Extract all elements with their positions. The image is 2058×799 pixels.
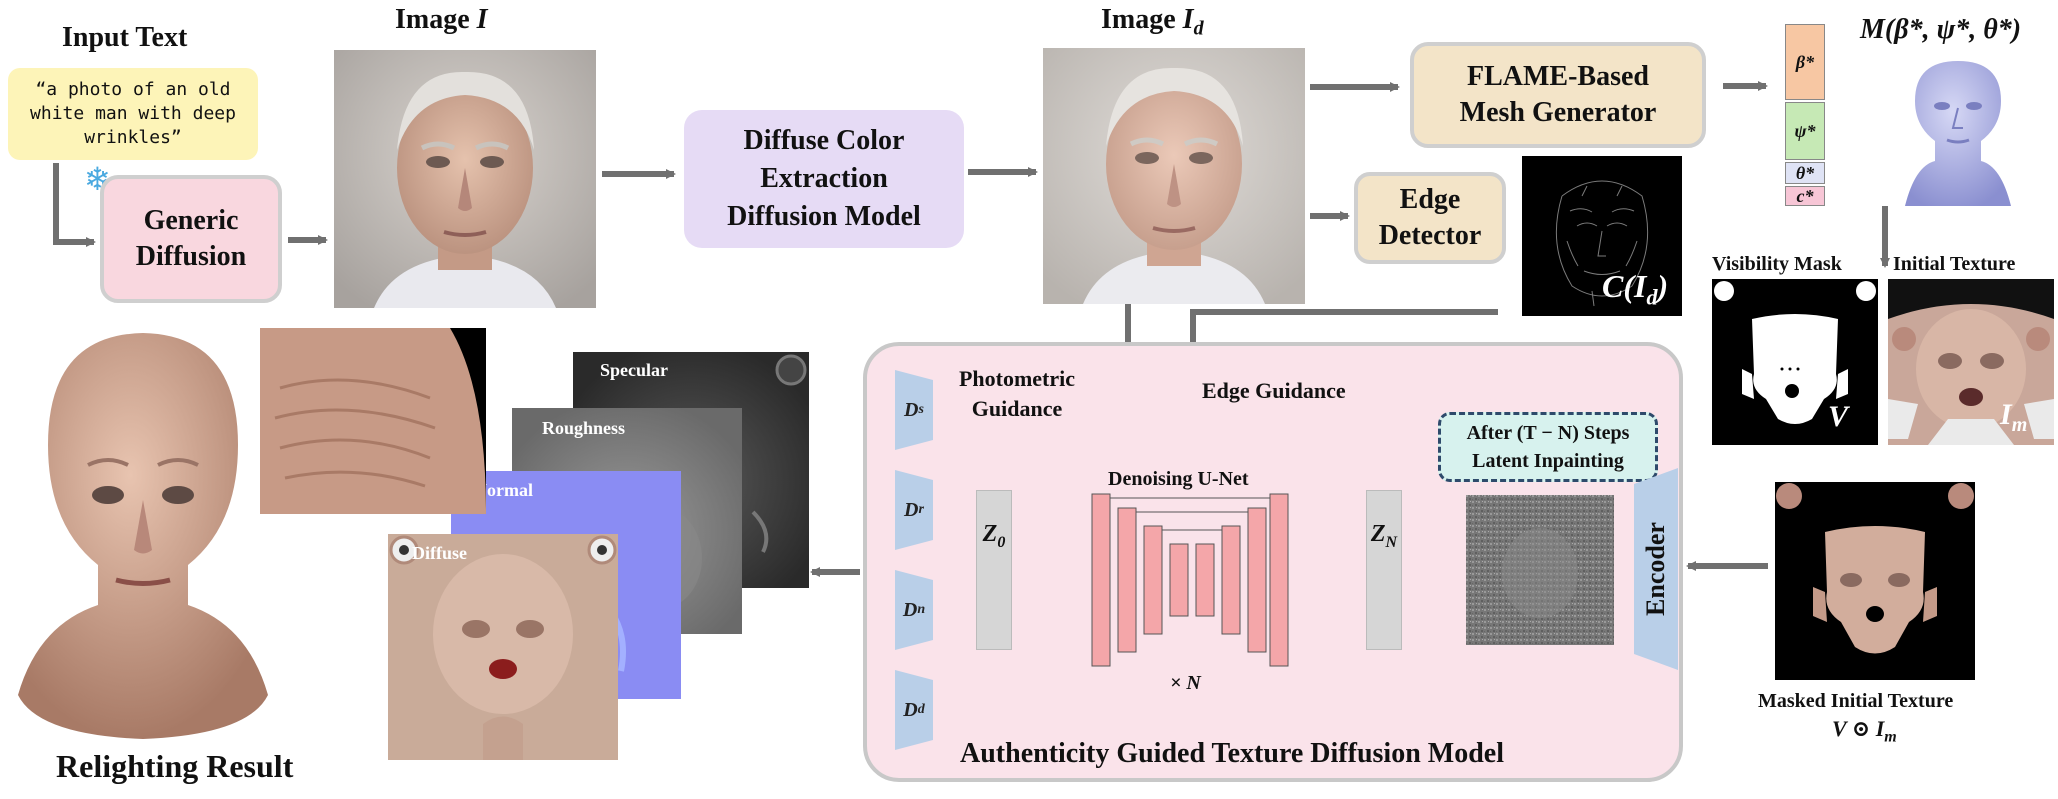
relighting-render <box>8 325 278 741</box>
unet-label: Denoising U-Net <box>1108 468 1249 490</box>
diffuse-label: Diffuse <box>412 543 467 563</box>
encoder-block: Encoder <box>1632 466 1680 672</box>
prompt-bubble: “a photo of an old white man with deep w… <box>8 68 258 160</box>
image-i-title: Image I <box>395 4 488 35</box>
flame-mesh-render <box>1885 56 2031 206</box>
c-param: c* <box>1785 186 1825 206</box>
parameter-vector: β* ψ* θ* c* <box>1785 24 1825 206</box>
initial-texture-title: Initial Texture <box>1893 253 2016 275</box>
generic-diffusion-label: Generic Diffusion <box>135 205 247 272</box>
arrow-prompt-to-generic <box>53 163 96 247</box>
masked-texture-title: Masked Initial Texture <box>1758 690 1954 712</box>
diffuse-map <box>388 534 618 760</box>
edge-detector-label: Edge Detector <box>1378 184 1482 251</box>
beta-param: β* <box>1785 24 1825 100</box>
roughness-label: Roughness <box>542 418 626 438</box>
flame-mesh-generator-box: FLAME-Based Mesh Generator <box>1410 42 1706 148</box>
loop-count-label: × N <box>1170 672 1201 694</box>
input-text-title: Input Text <box>62 22 188 53</box>
generic-diffusion-box: Generic Diffusion <box>100 175 282 303</box>
diffuse-extraction-label: Diffuse Color Extraction Diffusion Model <box>727 125 921 232</box>
masked-texture-image <box>1775 482 1975 680</box>
latent-inpainting-box: After (T − N) Steps Latent Inpainting <box>1438 412 1658 482</box>
image-i-photo <box>334 50 596 308</box>
relighting-closeup <box>260 328 486 514</box>
theta-param: θ* <box>1785 162 1825 184</box>
atgd-title: Authenticity Guided Texture Diffusion Mo… <box>960 738 1504 769</box>
photometric-guidance-label: Photometric Guidance <box>958 366 1076 421</box>
encoder-label: Encoder <box>1641 522 1670 616</box>
denoising-unet <box>1090 490 1290 670</box>
latent-z0: Z0 <box>976 490 1012 650</box>
initial-texture-var: Im <box>2000 398 2028 436</box>
relighting-result-title: Relighting Result <box>56 748 294 784</box>
image-id-photo <box>1043 48 1305 304</box>
psi-param: ψ* <box>1785 102 1825 160</box>
flame-label: FLAME-Based Mesh Generator <box>1459 61 1657 128</box>
latent-inpainting-label: Latent Inpainting <box>1472 450 1624 472</box>
visibility-mask-title: Visibility Mask <box>1712 253 1842 275</box>
masked-texture-formula: V ⊙ Im <box>1832 716 1897 746</box>
edge-guidance-label: Edge Guidance <box>1202 378 1346 403</box>
visibility-mask-image <box>1712 279 1878 445</box>
normal-label: Normal <box>474 480 533 500</box>
prompt-text: “a photo of an old white man with deep w… <box>30 79 236 148</box>
initial-texture-image <box>1888 279 2054 445</box>
edge-map-label: C(Id) <box>1602 268 1669 310</box>
mesh-label: M(β*, ψ*, θ*) <box>1860 14 2022 45</box>
latent-zn: ZN <box>1366 490 1402 650</box>
edge-detector-box: Edge Detector <box>1354 172 1506 264</box>
image-id-title: Image Id <box>1101 4 1204 40</box>
specular-label: Specular <box>600 360 669 380</box>
after-steps-label: After (T − N) Steps <box>1466 422 1630 444</box>
diffuse-extraction-box: Diffuse Color Extraction Diffusion Model <box>684 110 964 248</box>
visibility-var: V <box>1828 400 1849 433</box>
edge-map-image <box>1522 156 1682 316</box>
noisy-latent-image <box>1466 495 1614 645</box>
